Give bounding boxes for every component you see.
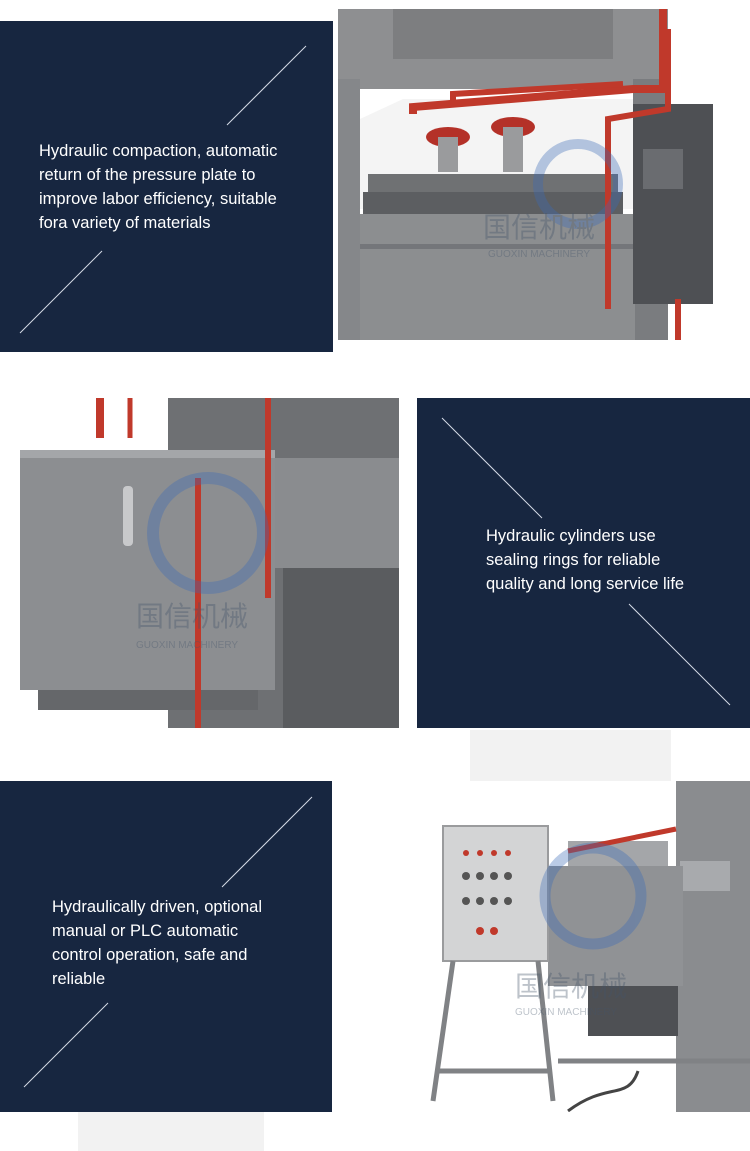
feature-panel-2: Hydraulic cylinders use sealing rings fo…	[417, 398, 750, 728]
decor-lines	[19, 45, 307, 334]
watermark-en: GUOXIN MACHINERY	[515, 1007, 617, 1018]
watermark-en: GUOXIN MACHINERY	[488, 249, 590, 260]
feature-text-1: Hydraulic compaction, automatic return o…	[39, 142, 278, 232]
watermark-cn: 国信机械	[136, 601, 248, 632]
watermark: 国信机械 GUOXIN MACHINERY	[483, 139, 623, 260]
watermark-cn: 国信机械	[483, 212, 595, 243]
ghost-block	[470, 730, 671, 781]
feature-text-2: Hydraulic cylinders use sealing rings fo…	[486, 527, 685, 593]
feature-text-3: Hydraulically driven, optional manual or…	[52, 898, 263, 988]
feature-panel-1: Hydraulic compaction, automatic return o…	[0, 21, 333, 352]
watermark-en: GUOXIN MACHINERY	[136, 640, 238, 651]
machine-photo-3: 国信机械 GUOXIN MACHINERY	[418, 781, 750, 1112]
machine-photo-2: 国信机械 GUOXIN MACHINERY	[18, 398, 399, 728]
watermark-cn: 国信机械	[515, 971, 627, 1002]
decor-lines	[441, 417, 731, 706]
feature-panel-3: Hydraulically driven, optional manual or…	[0, 781, 332, 1112]
machine-photo-1: 国信机械 GUOXIN MACHINERY	[333, 9, 750, 340]
ghost-block	[78, 1112, 264, 1151]
decor-lines	[23, 796, 313, 1088]
